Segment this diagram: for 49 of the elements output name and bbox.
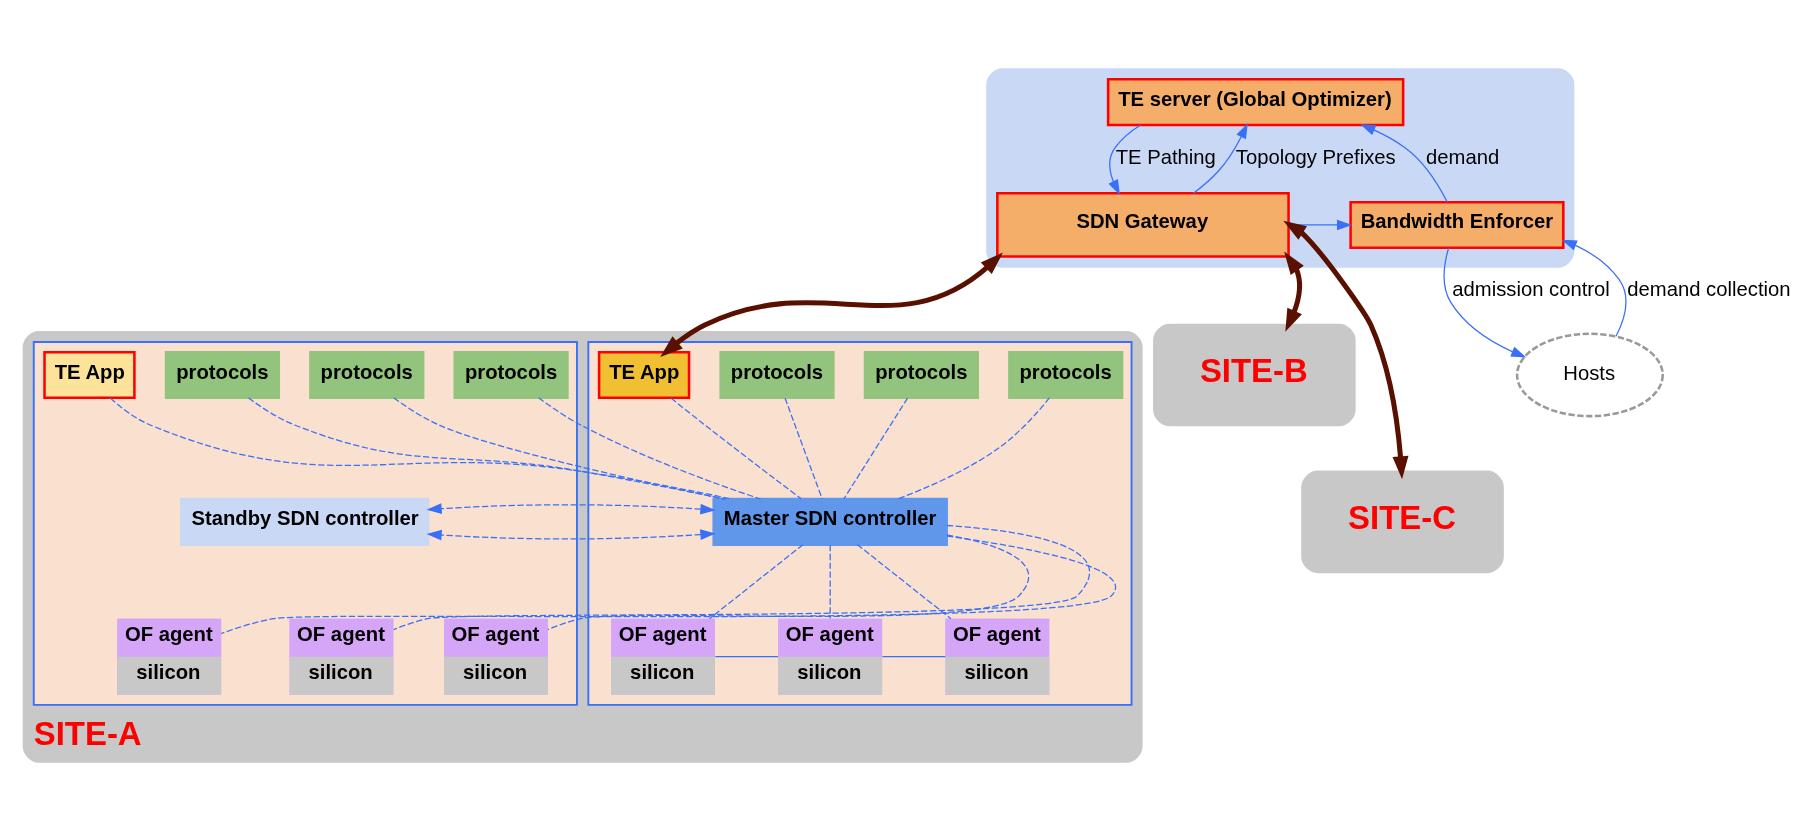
- connector: [537, 397, 762, 500]
- node-box: Bandwidth Enforcer: [1349, 200, 1565, 249]
- connector: [247, 397, 727, 500]
- edge-label: TE Pathing: [1115, 145, 1216, 168]
- node-box: SITE-B: [1153, 323, 1356, 427]
- node-ellipse: Hosts: [1515, 332, 1664, 418]
- arrow: [1108, 124, 1142, 195]
- node-box: protocols: [719, 350, 835, 400]
- connector: [881, 656, 946, 658]
- arrow: [426, 503, 716, 541]
- cluster: [587, 341, 1133, 706]
- connector: [393, 524, 1091, 631]
- edge-label: demand: [1426, 145, 1500, 168]
- node-box: protocols: [863, 350, 979, 400]
- connector: [708, 544, 804, 620]
- cluster: [32, 341, 578, 706]
- connector: [109, 397, 733, 500]
- edge-label: admission control: [1452, 277, 1610, 300]
- node-box: SDN Gateway: [996, 192, 1290, 258]
- connector: [829, 544, 831, 620]
- node-box: TE App: [597, 350, 691, 400]
- node-box: protocols: [1008, 350, 1124, 400]
- connector: [670, 397, 802, 500]
- arrow: [1192, 123, 1248, 194]
- edge-label: Topology Prefixes: [1235, 145, 1396, 168]
- node-box: TE server (Global Optimizer): [1106, 78, 1405, 127]
- arrow: [1284, 251, 1304, 332]
- arrow: [660, 252, 1003, 357]
- connector: [220, 535, 1116, 635]
- connector: [393, 397, 725, 500]
- connector: [856, 544, 952, 620]
- node-box: protocols: [309, 350, 425, 400]
- cluster: [986, 68, 1575, 268]
- connector: [714, 656, 779, 658]
- arrow: [1360, 124, 1448, 203]
- arrow: [1561, 239, 1627, 337]
- node-box: protocols: [453, 350, 569, 400]
- connector: [547, 534, 1030, 631]
- node-box: TE App: [43, 350, 136, 400]
- node-box: protocols: [164, 350, 281, 400]
- arrow: [1443, 247, 1527, 358]
- node-box: Standby SDN controller: [180, 497, 430, 546]
- edge-label: demand collection: [1627, 277, 1791, 300]
- node-box: SITE-C: [1301, 470, 1504, 574]
- arrow: [1283, 220, 1409, 480]
- connector: [897, 397, 1050, 500]
- connector: [784, 397, 823, 500]
- connector: [843, 397, 909, 500]
- node-box: Master SDN controller: [712, 497, 948, 546]
